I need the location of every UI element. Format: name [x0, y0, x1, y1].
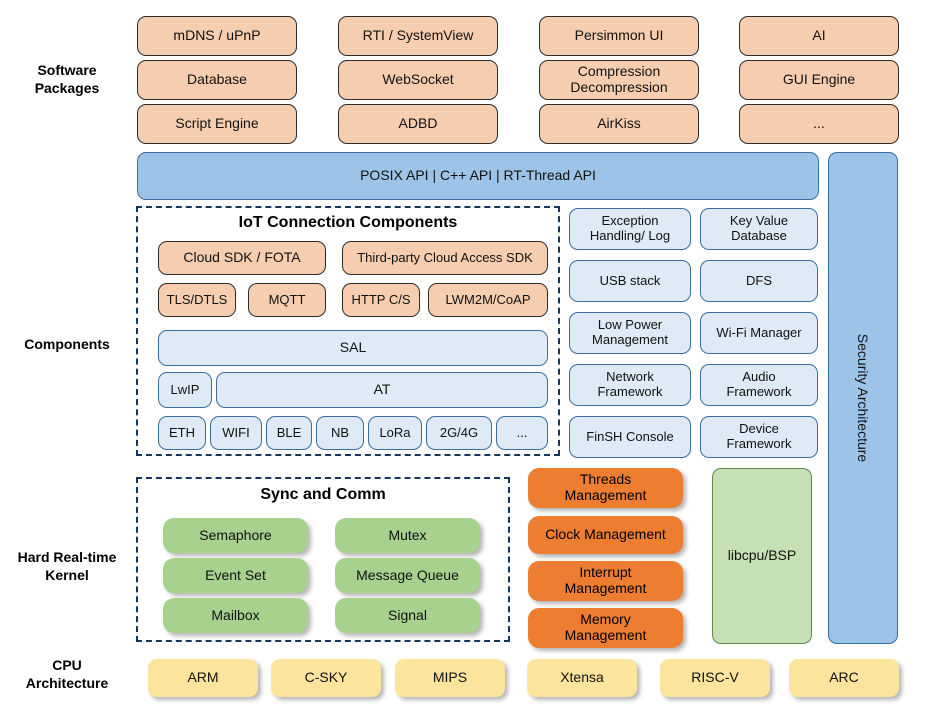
- api-bar[interactable]: POSIX API | C++ API | RT-Thread API: [137, 152, 819, 200]
- iot-link-box[interactable]: WIFI: [210, 416, 262, 450]
- sync-box[interactable]: Semaphore: [163, 518, 308, 553]
- sync-box[interactable]: Mailbox: [163, 598, 308, 633]
- sync-box[interactable]: Signal: [335, 598, 480, 633]
- iot-link-box[interactable]: 2G/4G: [426, 416, 492, 450]
- kernel-mgmt-box[interactable]: Memory Management: [528, 608, 683, 648]
- iot-link-box[interactable]: LoRa: [368, 416, 422, 450]
- cpu-arch-box[interactable]: ARC: [789, 659, 899, 697]
- component-box[interactable]: Wi-Fi Manager: [700, 312, 818, 354]
- security-architecture-bar[interactable]: Security Architecture: [828, 152, 898, 644]
- security-architecture-label: Security Architecture: [855, 333, 871, 463]
- package-box[interactable]: ADBD: [338, 104, 498, 144]
- iot-box[interactable]: Cloud SDK / FOTA: [158, 241, 326, 275]
- package-box[interactable]: ...: [739, 104, 899, 144]
- component-box[interactable]: DFS: [700, 260, 818, 302]
- iot-link-box[interactable]: NB: [316, 416, 364, 450]
- iot-at-box[interactable]: AT: [216, 372, 548, 408]
- sync-box[interactable]: Message Queue: [335, 558, 480, 593]
- component-box[interactable]: Audio Framework: [700, 364, 818, 406]
- kernel-mgmt-box[interactable]: Clock Management: [528, 516, 683, 554]
- component-box[interactable]: Exception Handling/ Log: [569, 208, 691, 250]
- package-box[interactable]: GUI Engine: [739, 60, 899, 100]
- package-box[interactable]: Database: [137, 60, 297, 100]
- cpu-arch-box[interactable]: MIPS: [395, 659, 505, 697]
- package-box[interactable]: WebSocket: [338, 60, 498, 100]
- iot-box[interactable]: HTTP C/S: [342, 283, 420, 317]
- libcpu-bsp-box[interactable]: libcpu/BSP: [712, 468, 812, 644]
- cpu-arch-box[interactable]: ARM: [148, 659, 258, 697]
- row-label-cpu-architecture: CPU Architecture: [25, 657, 109, 691]
- package-box[interactable]: Compression Decompression: [539, 60, 699, 100]
- cpu-arch-box[interactable]: C-SKY: [271, 659, 381, 697]
- cpu-arch-box[interactable]: RISC-V: [660, 659, 770, 697]
- iot-box[interactable]: TLS/DTLS: [158, 283, 236, 317]
- kernel-mgmt-box[interactable]: Threads Management: [528, 468, 683, 508]
- sync-and-comm-group: [136, 477, 510, 642]
- sync-and-comm-group-title: Sync and Comm: [260, 486, 386, 503]
- iot-box[interactable]: MQTT: [248, 283, 326, 317]
- row-label-software-packages: Software Packages: [34, 62, 100, 96]
- package-box[interactable]: Script Engine: [137, 104, 297, 144]
- row-label-components: Components: [24, 336, 110, 352]
- package-box[interactable]: AI: [739, 16, 899, 56]
- cpu-arch-box[interactable]: Xtensa: [527, 659, 637, 697]
- package-box[interactable]: mDNS / uPnP: [137, 16, 297, 56]
- iot-box[interactable]: Third-party Cloud Access SDK: [342, 241, 548, 275]
- component-box[interactable]: Key Value Database: [700, 208, 818, 250]
- package-box[interactable]: RTI / SystemView: [338, 16, 498, 56]
- component-box[interactable]: USB stack: [569, 260, 691, 302]
- component-box[interactable]: Device Framework: [700, 416, 818, 458]
- sync-box[interactable]: Event Set: [163, 558, 308, 593]
- row-label-kernel: Hard Real-time Kernel: [17, 549, 117, 583]
- iot-connection-group-title: IoT Connection Components: [238, 214, 458, 231]
- package-box[interactable]: Persimmon UI: [539, 16, 699, 56]
- iot-link-box[interactable]: BLE: [266, 416, 312, 450]
- sync-box[interactable]: Mutex: [335, 518, 480, 553]
- component-box[interactable]: Low Power Management: [569, 312, 691, 354]
- iot-link-box[interactable]: ETH: [158, 416, 206, 450]
- iot-lwip-box[interactable]: LwIP: [158, 372, 212, 408]
- component-box[interactable]: Network Framework: [569, 364, 691, 406]
- kernel-mgmt-box[interactable]: Interrupt Management: [528, 561, 683, 601]
- package-box[interactable]: AirKiss: [539, 104, 699, 144]
- iot-link-box[interactable]: ...: [496, 416, 548, 450]
- component-box[interactable]: FinSH Console: [569, 416, 691, 458]
- iot-box[interactable]: LWM2M/CoAP: [428, 283, 548, 317]
- iot-connection-group: [136, 206, 560, 456]
- iot-sal-box[interactable]: SAL: [158, 330, 548, 366]
